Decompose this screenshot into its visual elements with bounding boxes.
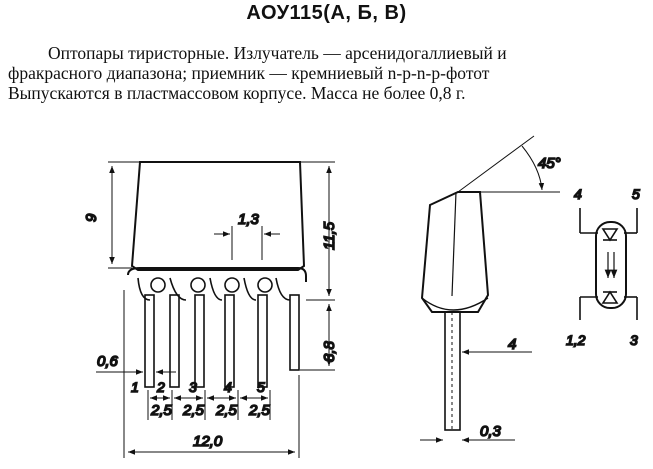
dim-thickness: 0,3 bbox=[480, 423, 502, 440]
side-view bbox=[420, 135, 560, 443]
dim-side-lead: 4 bbox=[508, 336, 516, 353]
description-line-3: Выпускаются в пластмассовом корпусе. Мас… bbox=[8, 83, 466, 103]
dim-lead-pitch-2: 2,5 bbox=[182, 402, 205, 419]
lead-number-3: 3 bbox=[189, 379, 197, 395]
leads bbox=[144, 294, 300, 388]
dim-lead-pitch-4: 2,5 bbox=[248, 402, 271, 419]
dim-angle: 45° bbox=[538, 155, 561, 172]
dim-tab-pitch: 1,3 bbox=[238, 211, 260, 228]
schematic-symbol bbox=[579, 208, 638, 320]
dim-lead-width: 0,6 bbox=[97, 353, 119, 370]
lead-number-1: 1 bbox=[131, 379, 139, 395]
description-line-2: фракрасного диапазона; приемник — кремни… bbox=[8, 63, 490, 83]
front-view bbox=[96, 161, 335, 458]
lead-number-4: 4 bbox=[224, 379, 232, 395]
dim-total-height: 11,5 bbox=[321, 221, 338, 250]
schematic-pin-4: 4 bbox=[574, 186, 582, 202]
schematic-pin-1-2: 1,2 bbox=[566, 332, 586, 348]
dim-lead-pitch-1: 2,5 bbox=[150, 402, 173, 419]
schematic-pin-3: 3 bbox=[630, 332, 638, 348]
dim-total-width: 12,0 bbox=[193, 433, 223, 450]
dim-lead-length: 3,8 bbox=[321, 340, 338, 362]
description-line-1: Оптопары тиристорные. Излучатель — арсен… bbox=[48, 43, 507, 63]
dim-lead-pitch-3: 2,5 bbox=[215, 402, 238, 419]
dim-body-height: 9 bbox=[83, 213, 100, 222]
lead-number-5: 5 bbox=[257, 379, 265, 395]
page-title: АОУ115(А, Б, В) bbox=[246, 2, 407, 24]
schematic-pin-5: 5 bbox=[632, 186, 640, 202]
lead-number-2: 2 bbox=[156, 379, 165, 395]
